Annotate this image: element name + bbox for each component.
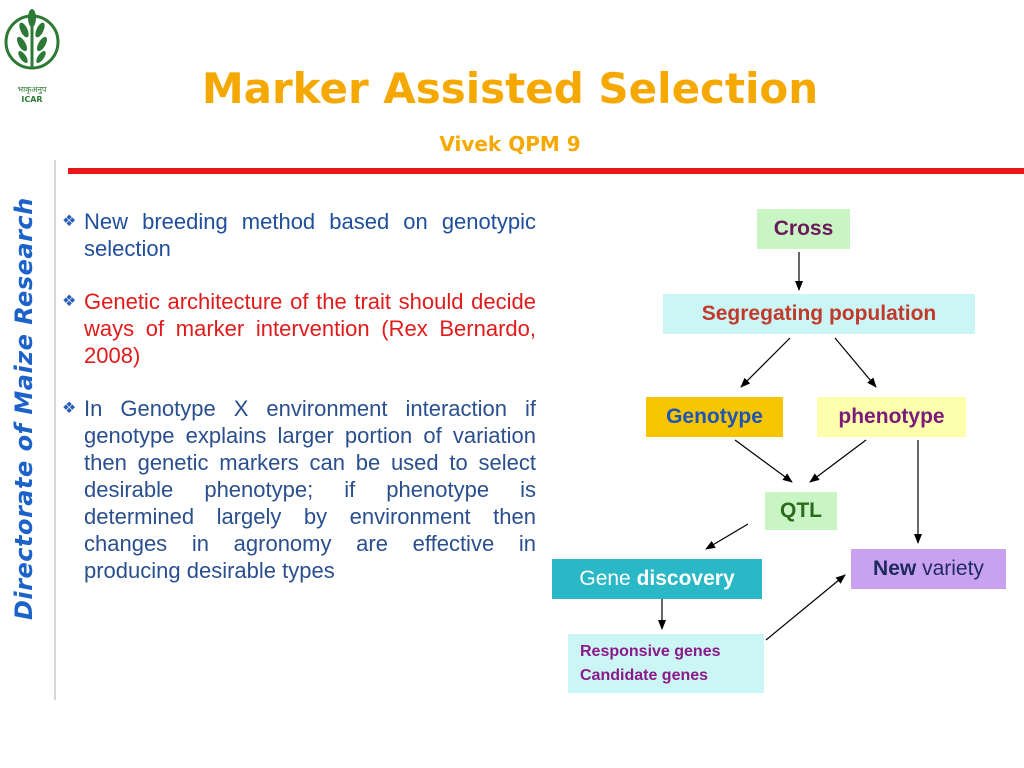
gene-discovery-box: Gene discovery	[552, 559, 762, 599]
side-divider	[54, 160, 56, 700]
slide-title: Marker Assisted Selection	[201, 64, 819, 113]
arrow-genotype-to-qtl	[734, 439, 793, 483]
gene-discovery-prefix: Gene	[579, 567, 631, 590]
responsive-genes-box: Responsive genes Candidate genes	[568, 634, 764, 693]
diamond-bullet-icon: ❖	[62, 213, 77, 230]
bullet-list: ❖ New breeding method based on genotypic…	[62, 208, 536, 610]
diamond-bullet-icon: ❖	[62, 293, 77, 310]
bullet-item: ❖ Genetic architecture of the trait shou…	[62, 288, 536, 369]
diamond-bullet-icon: ❖	[62, 400, 77, 417]
slide-subtitle: Vivek QPM 9	[439, 132, 581, 156]
arrow-genes-to-new-variety	[765, 574, 846, 641]
new-variety-suffix: variety	[922, 557, 984, 580]
icar-logo: भाकृअनुप ICAR	[4, 2, 60, 106]
bullet-text: Genetic architecture of the trait should…	[84, 289, 536, 368]
wheat-emblem-icon	[4, 9, 60, 70]
cross-box: Cross	[757, 209, 850, 249]
genotype-box: Genotype	[646, 397, 783, 437]
bullet-item: ❖ New breeding method based on genotypic…	[62, 208, 536, 262]
arrow-phenotype-to-qtl	[809, 439, 867, 483]
arrow-segregating-to-genotype	[740, 337, 791, 388]
bullet-text: In Genotype X environment interaction if…	[84, 396, 536, 583]
bullet-item: ❖ In Genotype X environment interaction …	[62, 395, 536, 584]
segregating-population-box: Segregating population	[663, 294, 975, 334]
phenotype-box: phenotype	[817, 397, 966, 437]
arrow-qtl-to-gene-discovery	[705, 523, 749, 550]
candidate-genes-text: Candidate genes	[580, 667, 709, 684]
gene-discovery-bold: discovery	[636, 567, 735, 590]
title-divider	[68, 168, 1024, 174]
new-variety-box: New variety	[851, 549, 1006, 589]
qtl-box: QTL	[765, 492, 837, 530]
logo-acronym: ICAR	[21, 95, 43, 104]
logo-hindi-text: भाकृअनुप	[17, 85, 47, 94]
responsive-genes-text: Responsive genes	[580, 643, 721, 660]
arrow-segregating-to-phenotype	[834, 337, 877, 388]
new-variety-bold: New	[873, 557, 917, 580]
bullet-text: New breeding method based on genotypic s…	[84, 209, 536, 261]
